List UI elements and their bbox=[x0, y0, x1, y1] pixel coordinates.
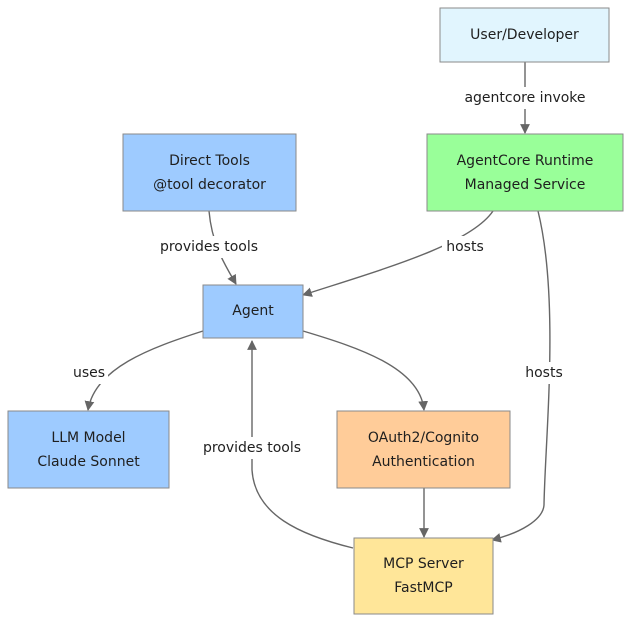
node-user-box bbox=[439, 7, 610, 63]
node-oauth-line2: Authentication bbox=[372, 454, 475, 470]
node-llm-box bbox=[7, 410, 170, 489]
node-agent: Agent bbox=[202, 284, 304, 339]
label-provides-mcp: provides tools bbox=[203, 440, 301, 456]
label-uses: uses bbox=[73, 365, 105, 381]
node-oauth-box bbox=[336, 410, 511, 489]
nodes: User/Developer AgentCore Runtime Managed… bbox=[7, 7, 624, 615]
node-direct-tools-line2: @tool decorator bbox=[153, 177, 266, 193]
node-direct-tools-box bbox=[122, 133, 297, 212]
node-runtime-line2: Managed Service bbox=[465, 177, 586, 193]
node-mcp-box bbox=[353, 537, 494, 615]
node-direct-tools: Direct Tools @tool decorator bbox=[122, 133, 297, 212]
edge-hosts-mcp bbox=[491, 210, 551, 543]
node-agent-label: Agent bbox=[232, 303, 274, 319]
node-mcp-line1: MCP Server bbox=[383, 556, 464, 572]
node-agent-box bbox=[202, 284, 304, 339]
node-llm-line2: Claude Sonnet bbox=[37, 454, 140, 470]
node-user-developer: User/Developer bbox=[439, 7, 610, 63]
label-hosts-agent: hosts bbox=[446, 239, 484, 255]
label-provides-direct: provides tools bbox=[160, 239, 258, 255]
node-llm-line1: LLM Model bbox=[51, 430, 125, 446]
edge-uses bbox=[84, 330, 204, 411]
label-invoke: agentcore invoke bbox=[464, 90, 585, 106]
node-mcp-line2: FastMCP bbox=[394, 580, 452, 596]
node-direct-tools-line1: Direct Tools bbox=[169, 153, 250, 169]
node-runtime-box bbox=[426, 133, 624, 212]
edge-provides-mcp bbox=[247, 340, 354, 549]
node-runtime-line1: AgentCore Runtime bbox=[457, 153, 594, 169]
node-llm-model: LLM Model Claude Sonnet bbox=[7, 410, 170, 489]
edges bbox=[84, 62, 551, 549]
edge-hosts-agent bbox=[302, 210, 494, 297]
node-mcp-server: MCP Server FastMCP bbox=[353, 537, 494, 615]
edge-labels: agentcore invoke hosts provides tools us… bbox=[70, 87, 590, 459]
label-hosts-mcp: hosts bbox=[525, 365, 563, 381]
node-agentcore-runtime: AgentCore Runtime Managed Service bbox=[426, 133, 624, 212]
edge-agent-oauth bbox=[302, 330, 429, 411]
node-oauth-line1: OAuth2/Cognito bbox=[368, 430, 479, 446]
node-user-label: User/Developer bbox=[470, 27, 579, 43]
node-oauth-cognito: OAuth2/Cognito Authentication bbox=[336, 410, 511, 489]
